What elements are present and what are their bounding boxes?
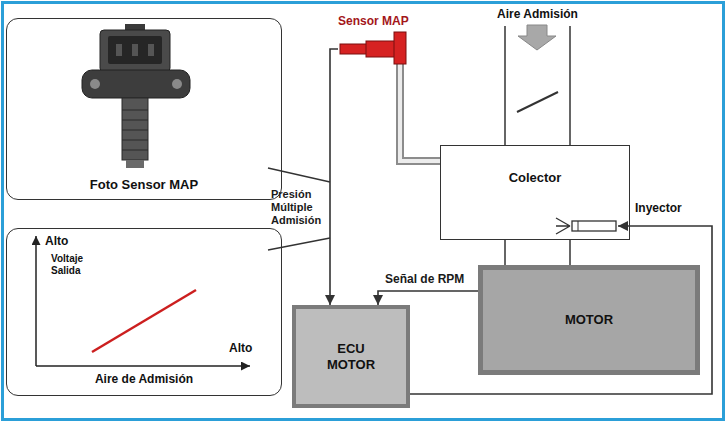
- intake-wall: [569, 26, 571, 145]
- ecu-box: ECU MOTOR: [292, 305, 410, 408]
- sensor-body: [340, 44, 368, 54]
- leader-line: [268, 238, 330, 250]
- port-ridge: [122, 150, 148, 151]
- air-arrow: [518, 25, 556, 50]
- fuel-injector: Inyector: [556, 217, 618, 235]
- signal-label: Señal de RPM: [385, 272, 464, 286]
- injector-outline: [556, 217, 618, 235]
- label-slot: Inyector: [635, 201, 682, 215]
- mount-hole: [90, 79, 100, 89]
- label-slot: Aire de Admisión: [7, 372, 281, 386]
- graph-callout: AltoVoltaje SalidaAltoAire de Admisión: [6, 228, 282, 396]
- x-axis: [36, 365, 250, 367]
- photo-callout: Foto Sensor MAP: [6, 18, 282, 200]
- hose-wall: [400, 64, 440, 161]
- frame: [3, 3, 724, 420]
- vacuum-hose: [400, 64, 440, 161]
- sensor-photo: [82, 24, 190, 168]
- signal-wire: [330, 49, 338, 305]
- node-label: Alto: [229, 341, 252, 355]
- connector-housing: [100, 30, 170, 72]
- pin: [116, 44, 122, 56]
- port-ridge: [122, 140, 148, 141]
- y-axis: [35, 236, 37, 366]
- signal-label: Presión Múltiple Admisión: [271, 188, 327, 228]
- port-ridge: [122, 120, 148, 121]
- flange: [82, 70, 190, 98]
- port-tip: [126, 160, 144, 168]
- node-label: Voltaje Salida: [51, 253, 103, 277]
- pin: [148, 44, 154, 56]
- injector-body: [572, 221, 616, 231]
- port-ridge: [122, 130, 148, 131]
- injector-spray: [556, 218, 570, 234]
- wire-path: [330, 49, 338, 305]
- throttle-valve: [517, 92, 558, 112]
- label-slot: Sensor MAP: [338, 14, 409, 28]
- signal-wire: [378, 291, 478, 305]
- sensor-port: [394, 32, 406, 64]
- wire-path: [410, 226, 712, 394]
- node-label: Alto: [45, 234, 68, 248]
- map-sensor: Sensor MAP: [338, 14, 415, 64]
- engine-box: MOTOR: [478, 265, 700, 375]
- leader-line: [268, 168, 330, 182]
- output-curve: [92, 290, 196, 352]
- runner-wall: [569, 240, 571, 265]
- flow-label: Aire Admisión: [497, 7, 578, 21]
- intake-manifold: Inyector Colector: [440, 145, 630, 240]
- intake-wall: [504, 26, 506, 145]
- port-ridge: [122, 110, 148, 111]
- hose-bore: [400, 64, 440, 161]
- label-slot: Voltaje Salida: [51, 253, 103, 277]
- node-label: Colector: [441, 170, 629, 186]
- label-slot: Alto: [45, 234, 68, 248]
- label-slot: Presión Múltiple Admisión: [271, 188, 327, 228]
- label-slot: Colector: [441, 170, 629, 186]
- node-label: ECU MOTOR: [327, 341, 375, 372]
- runner-wall: [504, 240, 506, 265]
- injector-ring: [578, 221, 579, 231]
- connector-opening: [108, 36, 162, 64]
- node-label: Foto Sensor MAP: [7, 177, 281, 193]
- label-slot: Aire Admisión: [497, 7, 578, 21]
- node-label: MOTOR: [565, 312, 613, 328]
- label-slot: Foto Sensor MAP: [7, 177, 281, 193]
- wire-path: [378, 291, 478, 305]
- label-slot: Señal de RPM: [385, 272, 464, 286]
- pin: [132, 44, 138, 56]
- node-label: Sensor MAP: [338, 14, 409, 28]
- node-label: Inyector: [635, 201, 682, 215]
- port: [122, 98, 148, 160]
- node-label: Aire de Admisión: [7, 372, 281, 386]
- mount-hole: [172, 79, 182, 89]
- label-slot: Alto: [229, 341, 252, 355]
- signal-wire: [410, 226, 712, 394]
